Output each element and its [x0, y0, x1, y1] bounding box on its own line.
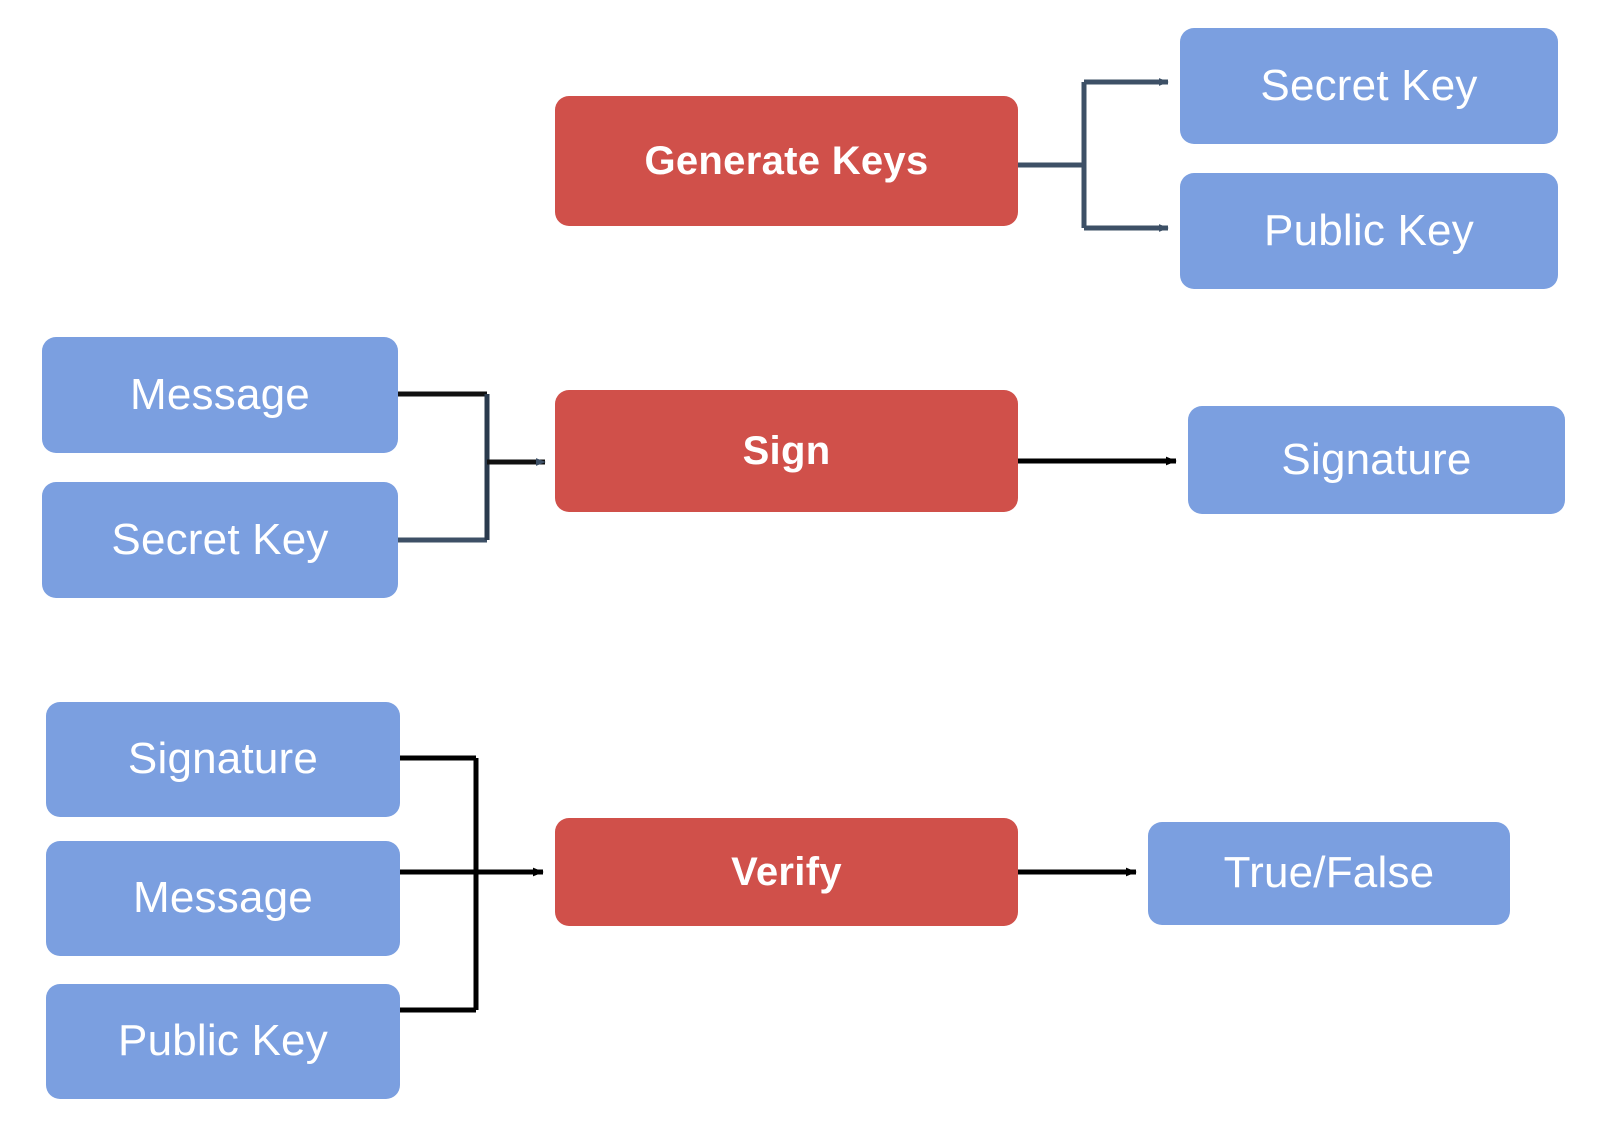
- process-box-verify[interactable]: Verify: [555, 818, 1018, 926]
- connector-verify-inputs: [400, 755, 544, 1013]
- process-box-sign[interactable]: Sign: [555, 390, 1018, 512]
- data-box-true-false-output[interactable]: True/False: [1148, 822, 1510, 925]
- data-box-public-key-output[interactable]: Public Key: [1180, 173, 1558, 289]
- data-box-verify-input-message[interactable]: Message: [46, 841, 400, 956]
- connector-genkeys-split: [1018, 78, 1169, 232]
- data-box-sign-input-secret-key[interactable]: Secret Key: [42, 482, 398, 598]
- data-box-signature-output[interactable]: Signature: [1188, 406, 1565, 514]
- data-box-sign-input-message[interactable]: Message: [42, 337, 398, 453]
- data-box-verify-input-public-key[interactable]: Public Key: [46, 984, 400, 1099]
- data-box-secret-key-output[interactable]: Secret Key: [1180, 28, 1558, 144]
- connector-sign-inputs: [398, 391, 546, 543]
- data-box-verify-input-signature[interactable]: Signature: [46, 702, 400, 817]
- process-box-generate-keys[interactable]: Generate Keys: [555, 96, 1018, 226]
